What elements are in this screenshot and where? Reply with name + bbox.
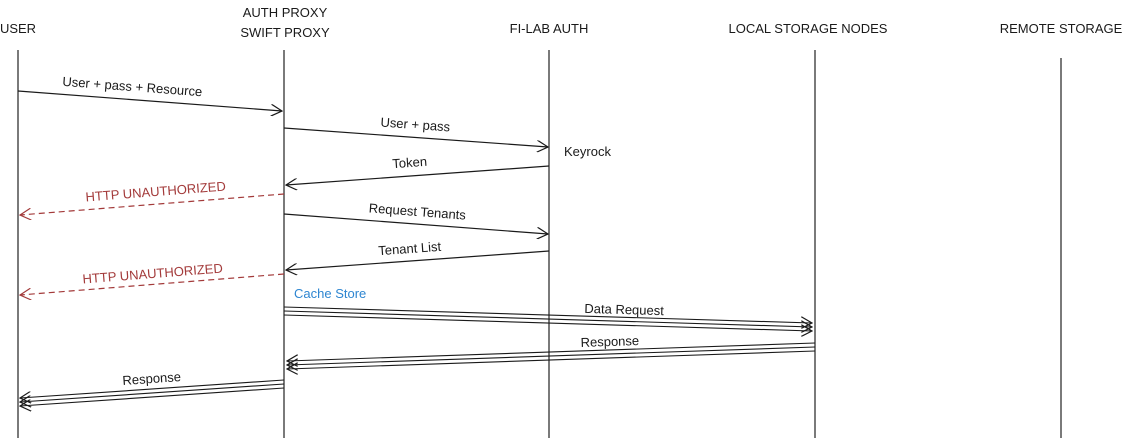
- message-arrow: [20, 193, 285, 215]
- message-arrow-line-1: [283, 306, 812, 323]
- message-response-user: Response: [20, 369, 285, 406]
- message-label: User + pass: [380, 115, 451, 135]
- message-arrow: [283, 127, 548, 147]
- message-http-unauthorized-1: HTTP UNAUTHORIZED: [20, 179, 285, 215]
- message-data-request: Data Request: [283, 301, 812, 331]
- message-tenant-list: Tenant List: [286, 239, 550, 270]
- message-arrow-line-2: [287, 346, 816, 365]
- message-label: Request Tenants: [368, 200, 467, 222]
- message-arrow-line-1: [287, 342, 816, 361]
- message-label: HTTP UNAUTHORIZED: [82, 261, 223, 287]
- message-arrow: [286, 250, 550, 270]
- message-arrow-line-1: [20, 379, 285, 398]
- message-label: Token: [392, 154, 428, 171]
- message-arrow: [20, 273, 285, 295]
- note-keyrock: Keyrock: [564, 144, 611, 159]
- actor-user: USER: [0, 21, 36, 438]
- actor-label-auth-proxy-line2: SWIFT PROXY: [240, 25, 330, 40]
- message-request-tenants: Request Tenants: [283, 200, 548, 234]
- message-arrow: [17, 90, 282, 111]
- message-arrow: [283, 213, 548, 234]
- message-label: Response: [580, 333, 639, 350]
- message-label: Tenant List: [378, 239, 442, 258]
- actor-label-local-storage: LOCAL STORAGE NODES: [729, 21, 888, 36]
- actor-label-fi-lab-auth: FI-LAB AUTH: [510, 21, 589, 36]
- message-arrow-line-3: [283, 314, 812, 331]
- actor-remote-storage: REMOTE STORAGE: [1000, 21, 1123, 438]
- message-token: Token: [286, 154, 550, 185]
- message-user-pass: User + pass: [283, 115, 548, 147]
- note-cache-store: Cache Store: [294, 286, 366, 301]
- message-arrow-line-2: [283, 310, 812, 327]
- actor-fi-lab-auth: FI-LAB AUTH: [510, 21, 589, 438]
- actor-label-remote-storage: REMOTE STORAGE: [1000, 21, 1123, 36]
- message-arrow-line-3: [20, 387, 285, 406]
- actor-local-storage: LOCAL STORAGE NODES: [729, 21, 888, 438]
- message-arrow: [286, 165, 550, 185]
- message-user-pass-resource: User + pass + Resource: [17, 74, 282, 111]
- message-label: HTTP UNAUTHORIZED: [85, 179, 226, 205]
- message-arrow-line-2: [20, 383, 285, 402]
- message-http-unauthorized-2: HTTP UNAUTHORIZED: [20, 261, 285, 295]
- message-label: Data Request: [584, 301, 664, 318]
- message-arrow-line-3: [287, 350, 816, 369]
- actor-auth-proxy: AUTH PROXY SWIFT PROXY: [240, 5, 330, 438]
- actor-label-auth-proxy-line1: AUTH PROXY: [243, 5, 328, 20]
- message-response-storage: Response: [287, 333, 816, 369]
- message-label: Response: [122, 369, 181, 388]
- actor-label-user: USER: [0, 21, 36, 36]
